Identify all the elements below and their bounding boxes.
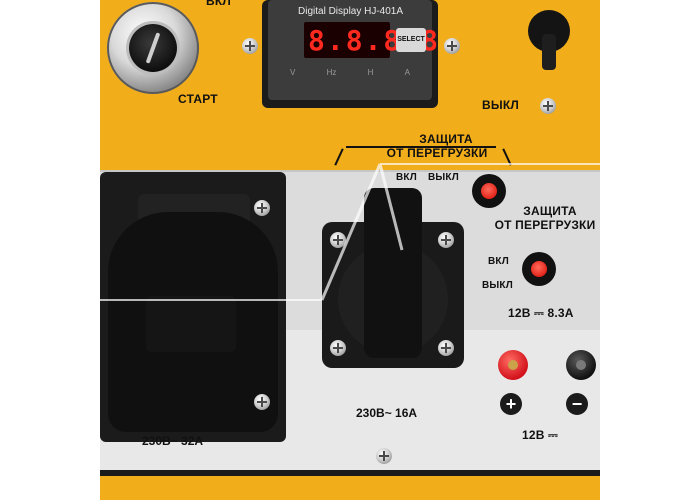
screw-icon bbox=[540, 98, 556, 114]
screw-icon bbox=[330, 232, 346, 248]
bottom-yellow-strip bbox=[100, 476, 600, 500]
indicator-row: V Hz H A bbox=[290, 68, 410, 80]
toggle-lever bbox=[542, 34, 556, 70]
off-label: ВЫКЛ bbox=[482, 98, 519, 112]
indicator-a: A bbox=[404, 68, 410, 77]
overload-1-title-2: ОТ ПЕРЕГРУЗКИ bbox=[386, 146, 488, 160]
top-cut-label: ВКЛ bbox=[206, 0, 232, 8]
dc-output-rating: 12В ⎓ 8.3А bbox=[508, 306, 574, 320]
screw-icon bbox=[254, 394, 270, 410]
socket-16a-label: 230В~ 16А bbox=[356, 406, 418, 420]
overload-breaker-1[interactable] bbox=[472, 174, 506, 208]
screw-icon bbox=[444, 38, 460, 54]
key-slot bbox=[145, 32, 161, 64]
screw-icon bbox=[438, 232, 454, 248]
indicator-v: V bbox=[290, 68, 296, 77]
select-button[interactable]: SELECT bbox=[396, 28, 426, 52]
socket-rating-plate bbox=[146, 296, 236, 352]
bracket-top bbox=[346, 146, 496, 148]
off-toggle-switch[interactable] bbox=[528, 10, 570, 70]
socket-32a-label: 230В~ 32А bbox=[142, 434, 204, 448]
overload-1-on: ВКЛ bbox=[396, 172, 417, 183]
overload-1-off: ВЫКЛ bbox=[428, 172, 459, 183]
screw-icon bbox=[254, 200, 270, 216]
socket-32a[interactable] bbox=[100, 172, 286, 442]
overload-2-on: ВКЛ bbox=[488, 256, 509, 267]
plus-sign: + bbox=[500, 393, 522, 415]
display-inner: Digital Display HJ-401A 8.8.8.8 SELECT V… bbox=[268, 0, 438, 100]
display-title: Digital Display HJ-401A bbox=[298, 6, 404, 17]
dc-terminal-positive[interactable] bbox=[498, 350, 528, 380]
breaker-button-icon bbox=[481, 183, 497, 199]
indicator-hz: Hz bbox=[326, 68, 337, 77]
key-switch-icon bbox=[129, 24, 177, 72]
dc-bottom-label: 12В ⎓ bbox=[522, 428, 558, 442]
indicator-h: H bbox=[367, 68, 374, 77]
overload-1-title-1: ЗАЩИТА bbox=[419, 132, 473, 146]
screw-icon bbox=[242, 38, 258, 54]
screw-icon bbox=[330, 340, 346, 356]
terminal-icon bbox=[576, 360, 586, 370]
digital-display: Digital Display HJ-401A 8.8.8.8 SELECT V… bbox=[262, 0, 438, 108]
overload-2-off: ВЫКЛ bbox=[482, 280, 513, 291]
start-label: СТАРТ bbox=[178, 92, 218, 106]
overload-2-title-1: ЗАЩИТА bbox=[523, 204, 577, 218]
overload-2-title-2: ОТ ПЕРЕГРУЗКИ bbox=[494, 218, 596, 232]
minus-sign: − bbox=[566, 393, 588, 415]
screw-icon bbox=[376, 448, 392, 464]
power-socket-icon bbox=[364, 188, 422, 358]
bottom-black-strip bbox=[100, 470, 600, 480]
dc-terminal-negative[interactable] bbox=[566, 350, 596, 380]
overload-breaker-2[interactable] bbox=[522, 252, 556, 286]
display-screen: 8.8.8.8 bbox=[304, 22, 438, 58]
terminal-icon bbox=[508, 360, 518, 370]
ignition-key-switch[interactable] bbox=[107, 2, 199, 94]
breaker-button-icon bbox=[531, 261, 547, 277]
screw-icon bbox=[438, 340, 454, 356]
